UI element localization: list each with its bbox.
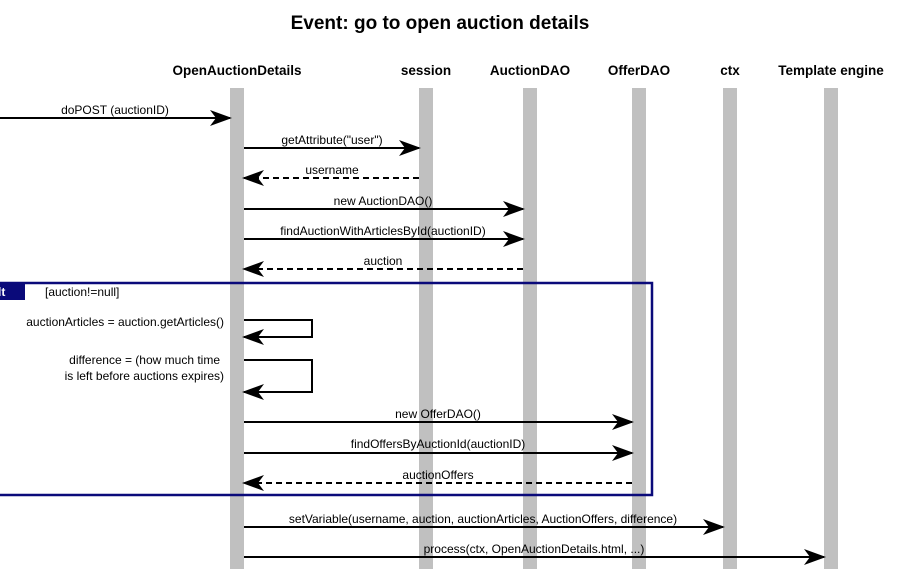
self-call-label-articles: auctionArticles = auction.getArticles() — [26, 315, 224, 329]
lifeline-session — [419, 88, 433, 569]
alt-fragment — [0, 281, 654, 497]
lifeline-ctx — [723, 88, 737, 569]
lifeline-auctiondao — [523, 88, 537, 569]
message-label-findoffers: findOffersByAuctionId(auctionID) — [351, 437, 526, 451]
lifeline-template-engine — [824, 88, 838, 569]
message-label-username: username — [305, 163, 359, 177]
participant-template-engine: Template engine — [778, 63, 884, 78]
message-label-auction: auction — [364, 254, 403, 268]
self-call-arrow-articles — [242, 319, 313, 345]
message-label-auctionoffers: auctionOffers — [402, 468, 473, 482]
message-label-getattribute: getAttribute("user") — [281, 133, 382, 147]
diagram-title: Event: go to open auction details — [291, 13, 590, 34]
lifeline-offerdao — [632, 88, 646, 569]
message-label-process: process(ctx, OpenAuctionDetails.html, ..… — [424, 542, 645, 556]
participant-auctiondao: AuctionDAO — [490, 63, 570, 78]
self-call-arrow-difference — [242, 359, 313, 400]
message-label-setvariable: setVariable(username, auction, auctionAr… — [289, 512, 677, 526]
alt-fragment-tag — [0, 283, 25, 300]
lifeline-openauctiondetails — [230, 88, 244, 569]
self-call-label-difference-line1: difference = (how much time — [69, 353, 220, 367]
participant-ctx: ctx — [720, 63, 740, 78]
alt-fragment-guard: [auction!=null] — [45, 285, 119, 299]
participant-openauctiondetails: OpenAuctionDetails — [172, 63, 301, 78]
participant-session: session — [401, 63, 451, 78]
message-label-new-auctiondao: new AuctionDAO() — [334, 194, 433, 208]
alt-fragment-label: lt — [0, 285, 5, 299]
participant-offerdao: OfferDAO — [608, 63, 670, 78]
message-label-new-offerdao: new OfferDAO() — [395, 407, 481, 421]
message-label-findauction: findAuctionWithArticlesById(auctionID) — [280, 224, 485, 238]
self-call-label-difference-line2: is left before auctions expires) — [65, 369, 224, 383]
message-label-dopost: doPOST (auctionID) — [61, 103, 169, 117]
